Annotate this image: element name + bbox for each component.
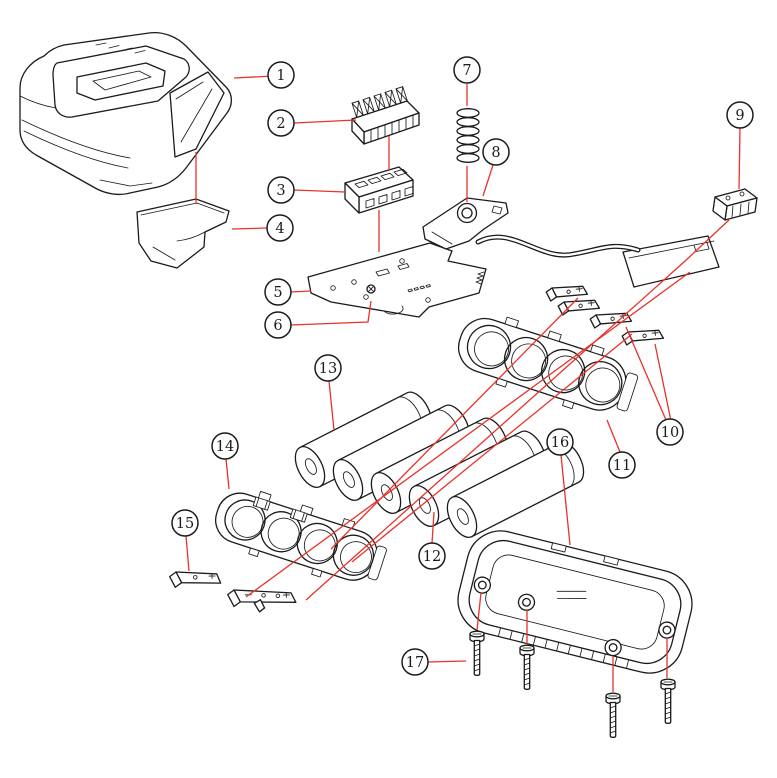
holder-clips [252, 496, 308, 523]
callout-circle [267, 61, 295, 89]
screw-boss [604, 638, 622, 657]
screw [469, 630, 485, 676]
callout-circle [546, 428, 574, 456]
callout-circle [266, 214, 294, 242]
screw-boss [658, 621, 676, 639]
part-2-terminal-pins [351, 86, 420, 145]
callout-circle [482, 138, 510, 166]
part-6-screw [366, 284, 376, 294]
callout-16: 16 [546, 428, 574, 456]
callout-number: 6 [273, 318, 282, 334]
callout-circle [171, 509, 199, 537]
callout-circle [656, 418, 684, 446]
callout-1: 1 [267, 61, 295, 89]
contact-strip [169, 571, 222, 588]
callout-circle [608, 451, 636, 479]
part-1-top-housing [19, 31, 233, 196]
screw [660, 678, 676, 724]
callout-number: 11 [613, 458, 631, 474]
callout-3: 3 [267, 176, 295, 204]
callout-number: 10 [661, 425, 679, 441]
leader-lines [185, 74, 741, 692]
callout-number: 17 [406, 655, 424, 671]
callout-number: 5 [273, 285, 282, 301]
screw-boss [473, 576, 491, 594]
callout-circle [267, 109, 295, 137]
callout-number: 8 [491, 145, 500, 161]
screw [605, 692, 621, 738]
insulation-panel [622, 235, 720, 288]
wire [475, 234, 641, 258]
callout-number: 14 [216, 439, 234, 455]
part-3-terminal-housing [344, 166, 414, 214]
callout-circle [418, 542, 446, 570]
callout-number: 2 [276, 116, 285, 132]
screw [519, 644, 535, 690]
callouts: 1 2 3 4 5 6 7 8 9 10 11 12 13 14 15 16 1… [171, 56, 754, 676]
contact-strips-upper [544, 279, 602, 322]
callout-circle [267, 176, 295, 204]
callout-6: 6 [264, 311, 292, 339]
callout-circle [314, 354, 342, 382]
callout-number: 3 [276, 183, 285, 199]
callout-number: 9 [735, 108, 744, 124]
callout-13: 13 [314, 354, 342, 382]
callout-number: 12 [423, 549, 441, 565]
screw-boss [517, 593, 536, 611]
callout-number: 15 [176, 516, 194, 532]
battery-cells [288, 386, 591, 543]
callout-number: 4 [275, 221, 284, 237]
callout-circle [453, 56, 481, 84]
callout-circle [264, 278, 292, 306]
callout-circle [726, 101, 754, 129]
callout-number: 7 [462, 63, 471, 79]
part-5-circuit-board [307, 242, 487, 318]
callout-17: 17 [401, 648, 429, 676]
callout-7: 7 [453, 56, 481, 84]
part-4-cover-plate [136, 198, 230, 269]
callout-2: 2 [267, 109, 295, 137]
callout-14: 14 [211, 432, 239, 460]
callout-circle [211, 432, 239, 460]
callout-10: 10 [656, 418, 684, 446]
contact-strip [227, 589, 297, 613]
callout-number: 1 [276, 68, 285, 84]
callout-number: 13 [319, 361, 337, 377]
callout-9: 9 [726, 101, 754, 129]
part-14-cell-holder-lower [215, 490, 387, 581]
part-8-bracket [422, 197, 509, 250]
part-9-connector [712, 188, 758, 221]
part-16-bottom-housing [457, 530, 693, 674]
part-11-cell-holder-upper [457, 316, 639, 412]
callout-circle [264, 311, 292, 339]
callout-12: 12 [418, 542, 446, 570]
callout-8: 8 [482, 138, 510, 166]
callout-circle [401, 648, 429, 676]
callout-5: 5 [264, 278, 292, 306]
callout-11: 11 [608, 451, 636, 479]
callout-number: 16 [551, 435, 569, 451]
part-7-spring [456, 108, 480, 163]
callout-4: 4 [266, 214, 294, 242]
callout-15: 15 [171, 509, 199, 537]
part-15-contact-strips [169, 571, 297, 613]
